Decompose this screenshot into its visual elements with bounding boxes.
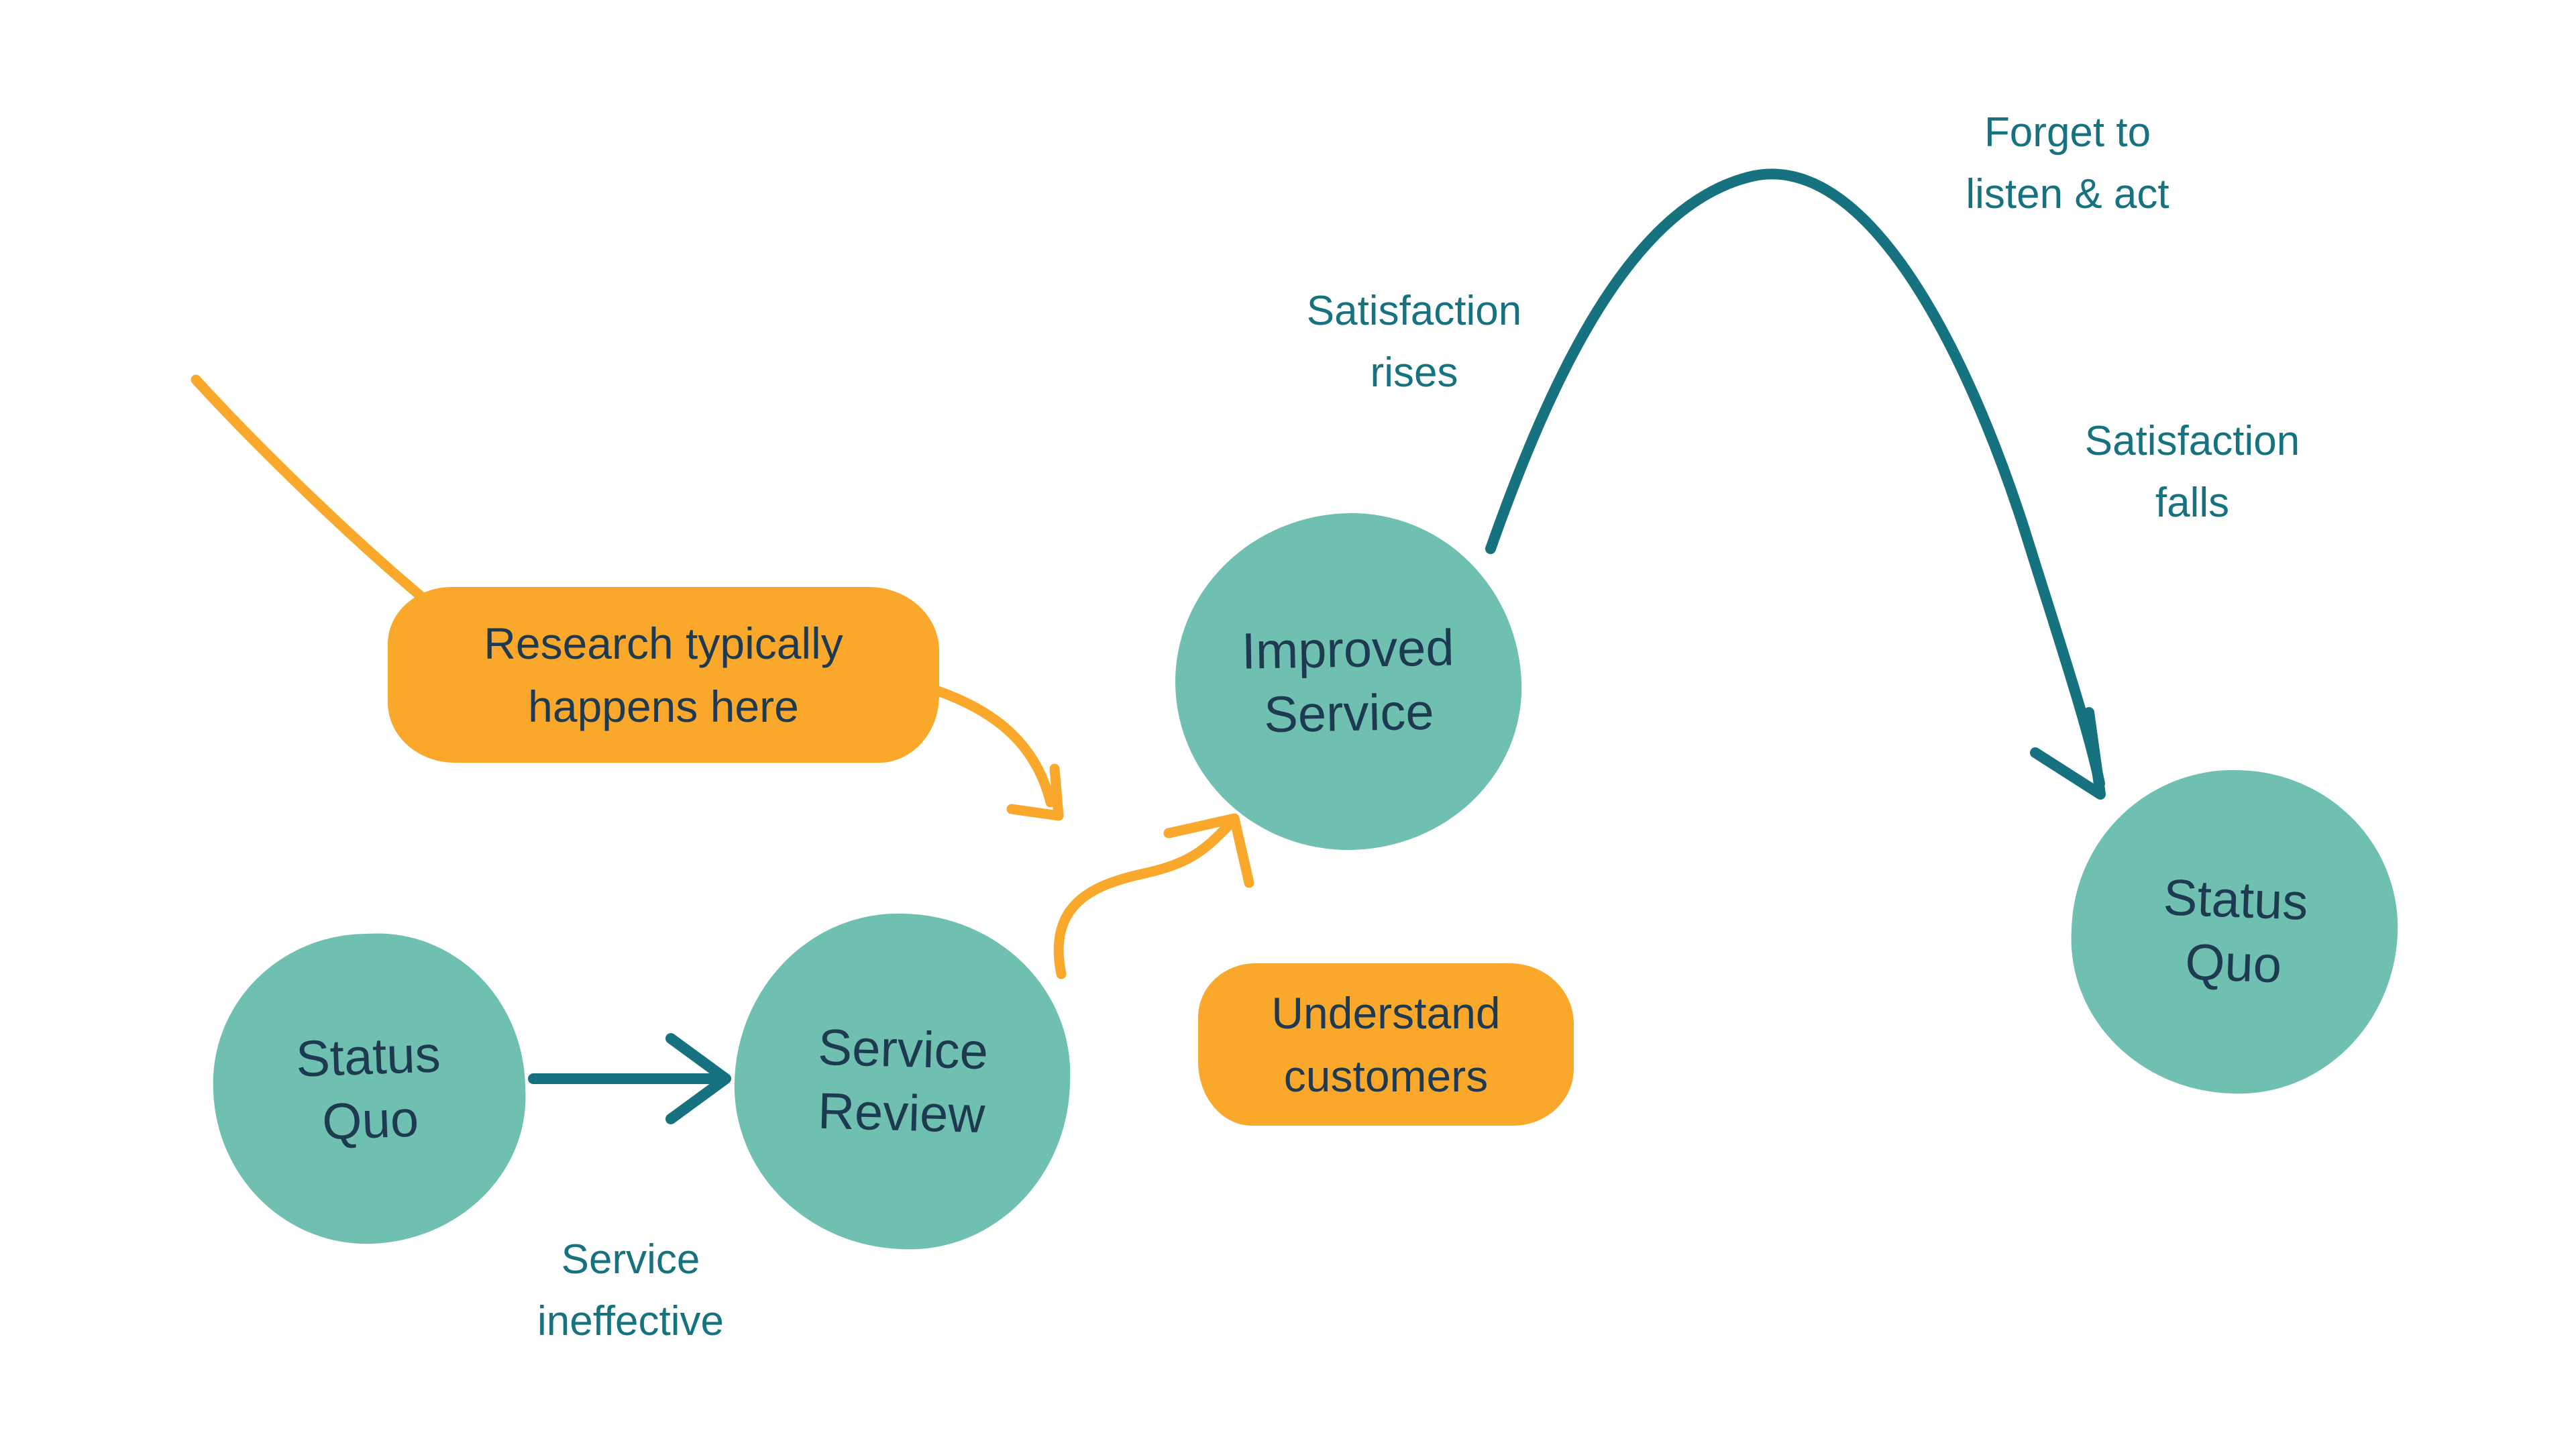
callout-text: customers (1283, 1051, 1489, 1101)
label-text: Forget to (1984, 109, 2151, 156)
node-label: Improved (1241, 619, 1455, 680)
node-label: Quo (2184, 933, 2283, 994)
node-label: Status (2162, 869, 2309, 931)
node-status-quo-right: Status Quo (2065, 764, 2404, 1099)
callout-text: Understand (1271, 988, 1501, 1038)
arrow-status-quo-to-service-review-head (665, 1033, 731, 1124)
callout-understand: Understand customers (1198, 963, 1574, 1126)
node-status-quo-left: Status Quo (208, 928, 531, 1249)
node-improved-service: Improved Service (1172, 510, 1525, 853)
callout-research: Research typically happens here (388, 587, 939, 763)
node-label: Service (1263, 683, 1435, 744)
arrow-research-pointer (932, 686, 1056, 808)
callout-text: happens here (528, 682, 799, 731)
label-text: Satisfaction (2084, 418, 2300, 464)
node-label: Quo (321, 1090, 420, 1151)
arrow-review-to-improved-head (1163, 813, 1254, 888)
arrow-research-pointer-head (1006, 763, 1064, 821)
label-satisfaction-rises: Satisfaction rises (1206, 280, 1622, 404)
callout-text: Research typically (484, 619, 843, 668)
label-forget-to-listen-act: Forget to listen & act (1860, 102, 2275, 225)
node-service-review: Service Review (730, 909, 1075, 1254)
label-text: falls (2155, 480, 2230, 526)
label-satisfaction-falls: Satisfaction falls (1984, 411, 2400, 534)
label-text: ineffective (537, 1298, 724, 1344)
label-text: listen & act (1966, 171, 2169, 217)
node-label: Status (294, 1026, 441, 1088)
node-label: Review (817, 1082, 986, 1144)
arrow-review-to-improved (1053, 814, 1240, 979)
node-label: Service (817, 1018, 989, 1081)
curve-satisfaction-cycle-head (2030, 707, 2106, 800)
label-text: rises (1370, 350, 1458, 396)
label-text: Service (561, 1236, 700, 1283)
label-text: Satisfaction (1306, 288, 1522, 334)
label-service-ineffective: Service ineffective (423, 1229, 839, 1352)
line-research-connector (191, 374, 440, 613)
